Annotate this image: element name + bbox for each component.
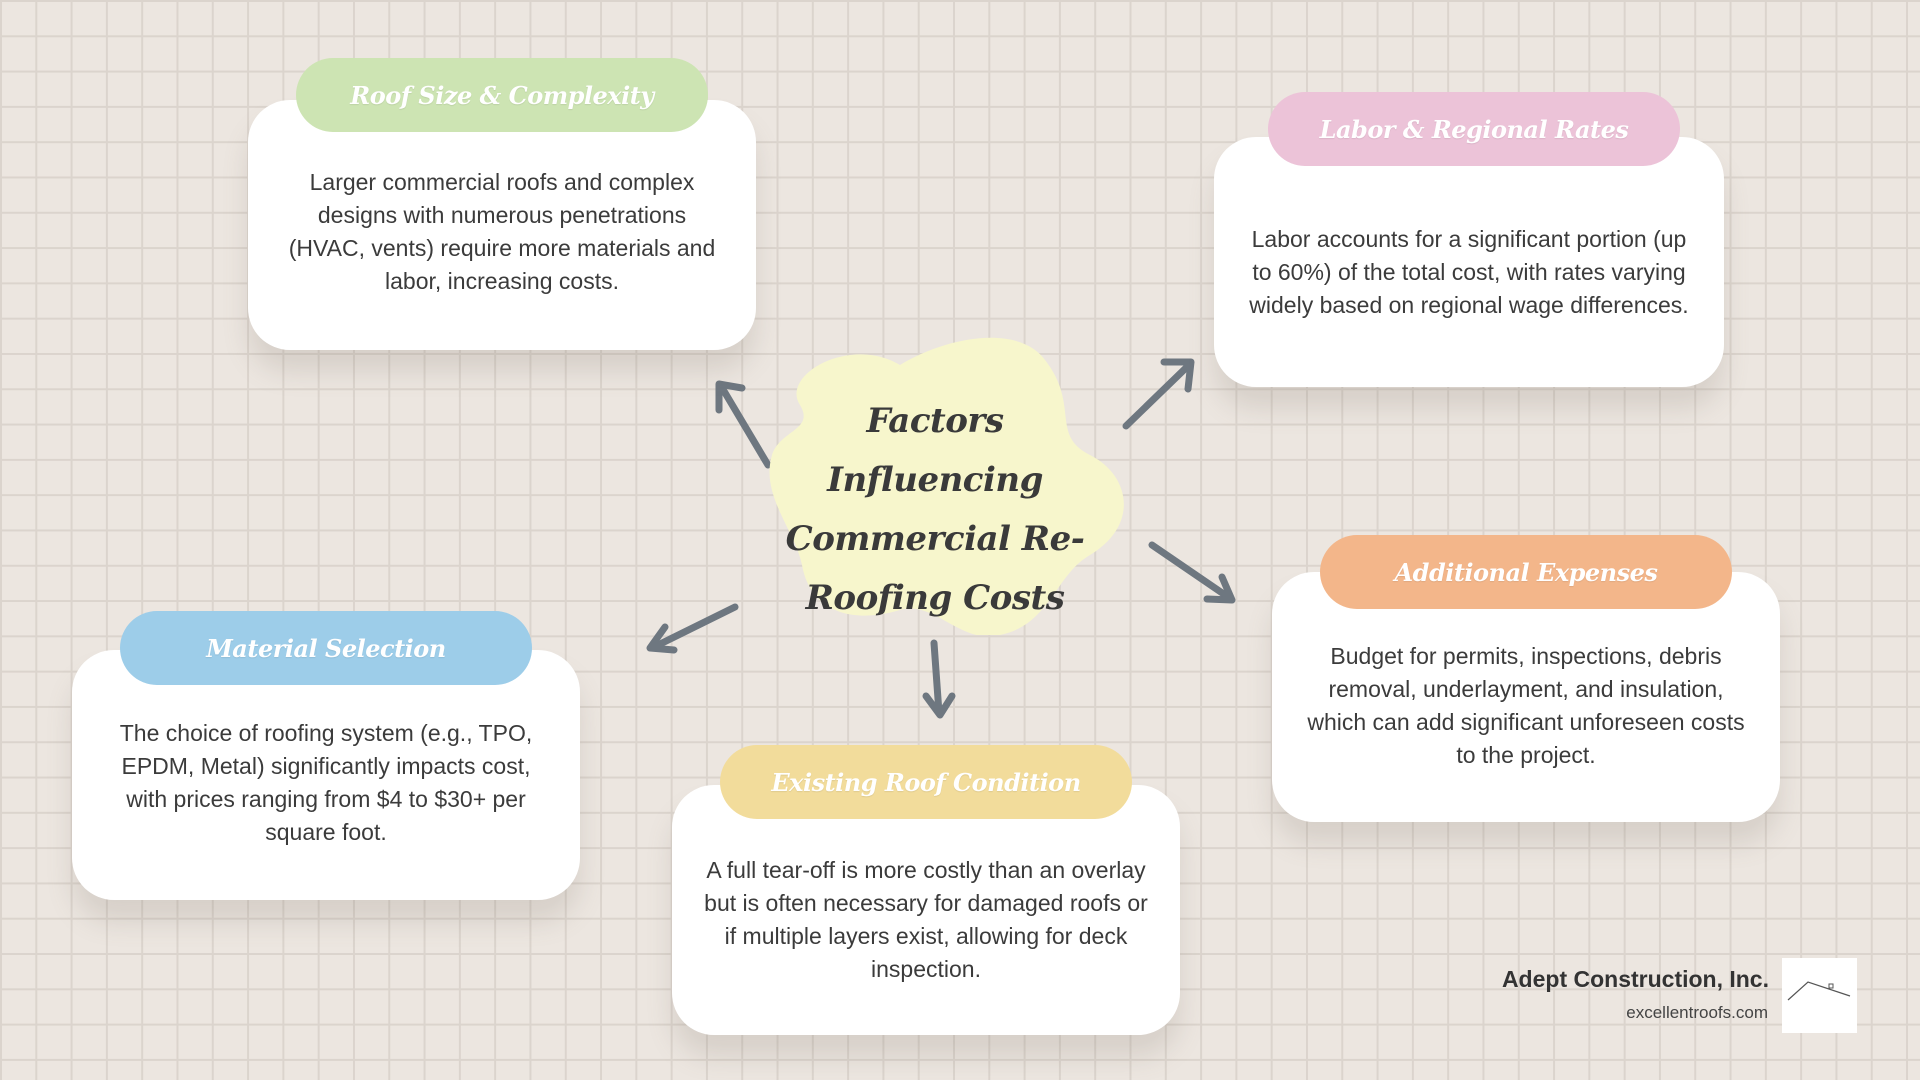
center-blob-path xyxy=(769,337,1124,635)
brand-logo xyxy=(1782,958,1857,1033)
arrow-to-existing xyxy=(922,639,956,719)
pill-existing: Existing Roof Condition xyxy=(720,745,1132,819)
material-label: Material Selection xyxy=(206,633,446,663)
center-title: Factors Influencing Commercial Re-Roofin… xyxy=(785,401,1085,618)
labor-description: Labor accounts for a significant portion… xyxy=(1249,225,1689,318)
roof-size-description: Larger commercial roofs and complex desi… xyxy=(288,169,716,294)
arrow-to-material xyxy=(646,603,739,654)
brand-name: Adept Construction, Inc. xyxy=(1501,966,1769,992)
card-additional: Budget for permits, inspections, debris … xyxy=(1272,572,1780,822)
roof-size-label: Roof Size & Complexity xyxy=(350,80,654,110)
roof-logo-icon xyxy=(1787,981,1851,1001)
additional-label: Additional Expenses xyxy=(1394,557,1658,587)
existing-description: A full tear-off is more costly than an o… xyxy=(704,857,1148,982)
existing-label: Existing Roof Condition xyxy=(771,767,1081,797)
pill-material: Material Selection xyxy=(120,611,532,685)
pill-additional: Additional Expenses xyxy=(1320,535,1732,609)
center-blob-shape xyxy=(769,337,1124,635)
pill-labor: Labor & Regional Rates xyxy=(1268,92,1680,166)
arrow-to-additional xyxy=(1148,541,1236,604)
labor-label: Labor & Regional Rates xyxy=(1319,114,1629,144)
material-description: The choice of roofing system (e.g., TPO,… xyxy=(119,720,533,845)
pill-roof-size: Roof Size & Complexity xyxy=(296,58,708,132)
card-existing: A full tear-off is more costly than an o… xyxy=(672,785,1180,1035)
additional-description: Budget for permits, inspections, debris … xyxy=(1307,643,1745,768)
card-roof-size: Larger commercial roofs and complex desi… xyxy=(248,100,756,350)
brand-url: excellentroofs.com xyxy=(1626,1003,1768,1022)
card-material: The choice of roofing system (e.g., TPO,… xyxy=(72,650,580,900)
card-labor: Labor accounts for a significant portion… xyxy=(1214,137,1724,387)
